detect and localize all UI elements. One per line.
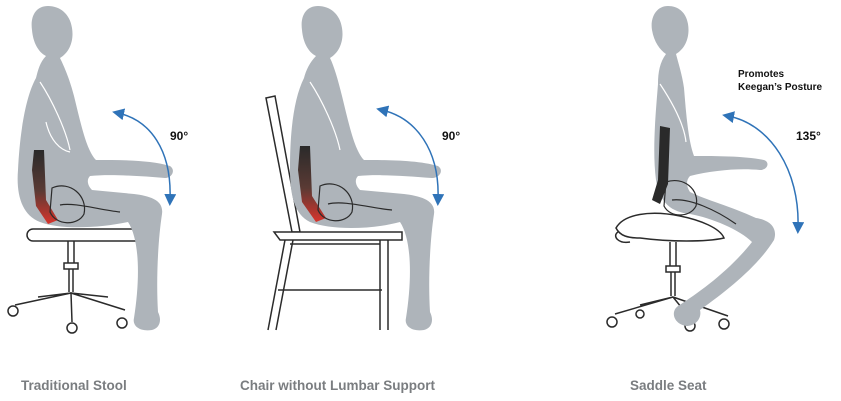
angle-label: 90° (170, 129, 188, 143)
note-line-1: Promotes (738, 69, 785, 80)
seated-figure-icon (652, 6, 775, 326)
angle-label: 135° (796, 129, 821, 143)
note-line-2: Keegan’s Posture (738, 82, 823, 93)
stool-icon (8, 229, 142, 333)
caption-traditional-stool: Traditional Stool (21, 378, 127, 393)
curved-arrow-icon (118, 113, 170, 200)
panel-chair-without-lumbar: 90° (266, 6, 460, 330)
angle-label: 90° (442, 129, 460, 143)
seated-figure-icon (290, 6, 441, 330)
caption-chair-without-lumbar: Chair without Lumbar Support (240, 378, 435, 393)
caption-saddle-seat: Saddle Seat (630, 378, 707, 393)
panel-saddle-seat: 135° Promotes Keegan’s Posture (607, 6, 823, 331)
panel-traditional-stool: 90° (8, 6, 188, 333)
saddle-seat-icon (607, 213, 729, 331)
curved-arrow-icon (382, 110, 438, 200)
